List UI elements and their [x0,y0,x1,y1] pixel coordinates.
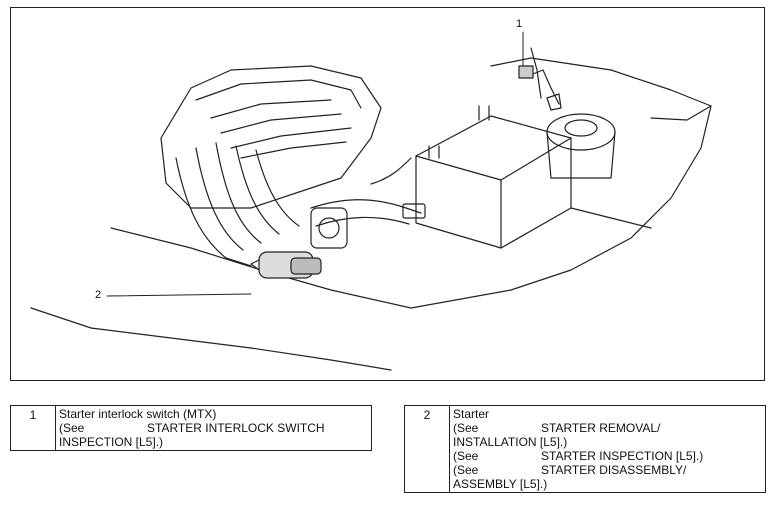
see-label: (See [453,449,479,463]
legend-table-2: 2 Starter (See STARTER REMOVAL/ INSTALLAT… [404,405,766,493]
legend-number: 2 [404,405,450,493]
engine-bay-illustration [30,31,712,371]
callout-2: 2 [95,289,102,301]
legend-item-name: Starter [453,407,490,421]
reference-continuation: INSTALLATION [L5].) [453,435,568,449]
see-label: (See [59,421,85,435]
reference-continuation: INSPECTION [L5].) [59,435,164,449]
reference-link[interactable]: STARTER INSPECTION [L5].) [541,449,704,463]
legend-table-1: 1 Starter interlock switch (MTX) (See STA… [10,405,372,451]
legend-item-name: Starter interlock switch (MTX) [59,407,217,421]
reference-continuation: ASSEMBLY [L5].) [453,477,548,491]
reference-link[interactable]: STARTER DISASSEMBLY/ [541,463,687,477]
reference-link[interactable]: STARTER INTERLOCK SWITCH [147,421,325,435]
legend-number: 1 [10,405,56,451]
legend-description: Starter interlock switch (MTX) (See START… [55,405,372,451]
see-label: (See [453,463,479,477]
legend-description: Starter (See STARTER REMOVAL/ INSTALLATIO… [449,405,766,493]
see-label: (See [453,421,479,435]
engine-bay-diagram: 1 2 [10,7,765,381]
callout-1: 1 [516,18,523,30]
reference-link[interactable]: STARTER REMOVAL/ [541,421,661,435]
